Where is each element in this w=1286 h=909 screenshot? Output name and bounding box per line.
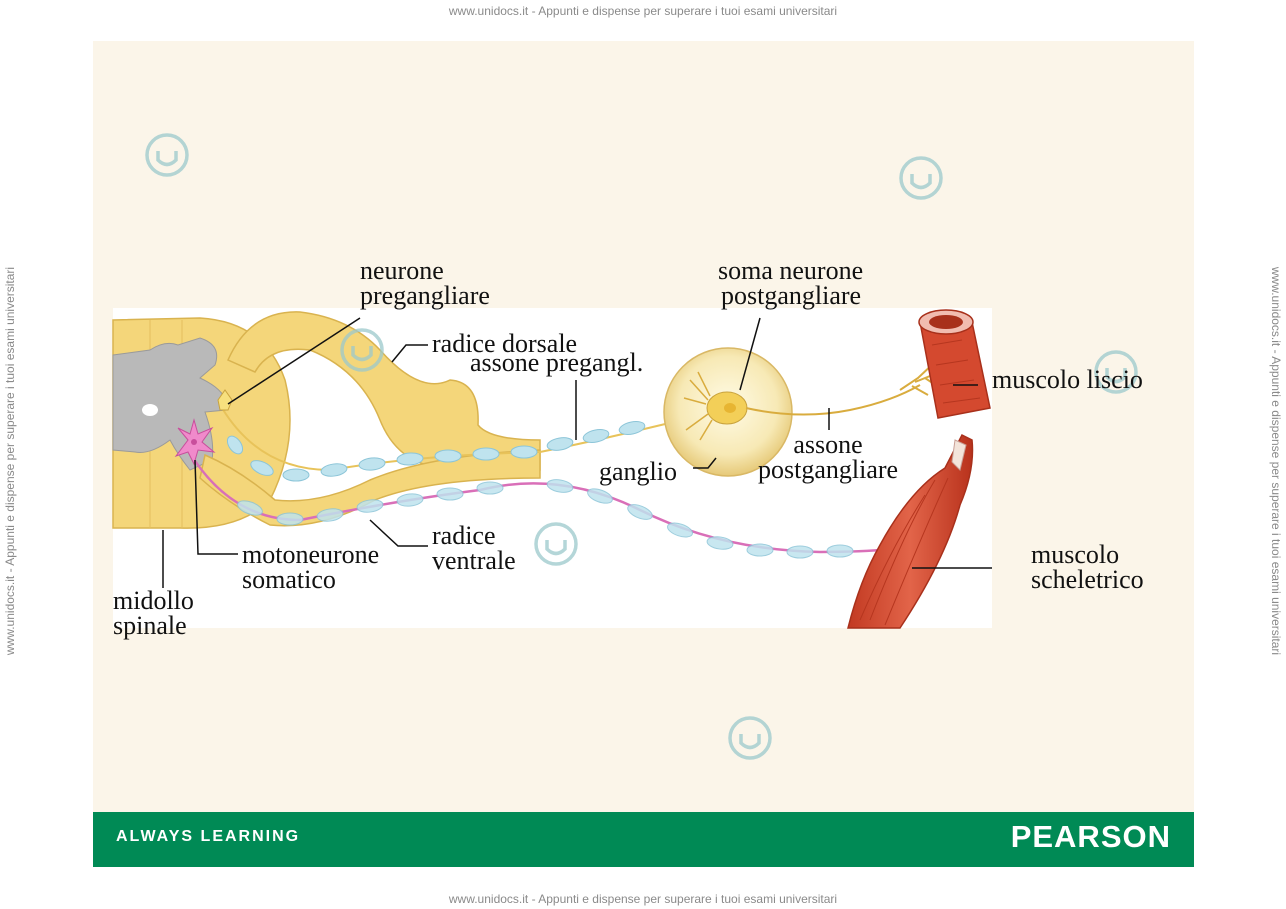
- smooth-muscle: [918, 309, 991, 419]
- footer-tagline: ALWAYS LEARNING: [116, 828, 301, 845]
- label-muscolo-liscio: muscolo liscio: [992, 365, 1143, 394]
- ventral-root: [199, 449, 541, 527]
- dorsal-root: [227, 311, 541, 471]
- label-line: ventrale: [432, 546, 516, 575]
- label-line: postgangliare: [758, 455, 899, 484]
- label-line: somatico: [242, 565, 336, 594]
- watermark-bottom: www.unidocs.it - Appunti e dispense per …: [448, 892, 838, 906]
- label-line: midollo: [113, 586, 194, 615]
- label-radice-dorsale: radice dorsale: [432, 329, 578, 358]
- somatic-motor-axon: [174, 418, 921, 561]
- label-radice-ventrale: radice ventrale: [432, 521, 516, 575]
- label-ganglio: ganglio: [599, 457, 677, 486]
- label-muscolo-scheletrico: muscolo scheletrico: [1031, 540, 1144, 594]
- leader-lines: [162, 317, 992, 588]
- label-line: motoneurone: [242, 540, 380, 569]
- label-neurone-pregangliare: neurone pregangliare: [360, 256, 490, 310]
- label-line: muscolo: [1031, 540, 1120, 569]
- label-line: soma neurone: [718, 256, 864, 285]
- pearson-logo: PEARSON: [1010, 819, 1171, 854]
- watermark-top: www.unidocs.it - Appunti e dispense per …: [448, 4, 838, 18]
- label-line: radice: [432, 521, 496, 550]
- skeletal-muscle: [847, 433, 974, 629]
- label-midollo-spinale: midollo spinale: [113, 586, 194, 640]
- preganglionic-axon: [221, 407, 691, 482]
- preganglionic-neuron-soma: [217, 389, 233, 411]
- label-motoneurone-somatico: motoneurone somatico: [242, 540, 380, 594]
- label-line: scheletrico: [1031, 565, 1144, 594]
- label-soma-neurone-postgangliare: soma neurone postgangliare: [718, 256, 864, 310]
- footer-bar: ALWAYS LEARNING PEARSON: [93, 812, 1194, 867]
- label-line: pregangliare: [360, 281, 490, 310]
- label-line: spinale: [113, 611, 187, 640]
- label-line: assone: [793, 430, 863, 459]
- unidocs-logo-icon: [145, 133, 1138, 760]
- motor-neuron-soma: [174, 418, 216, 466]
- ganglion: [663, 347, 793, 477]
- label-line: postgangliare: [721, 281, 862, 310]
- label-line: neurone: [360, 256, 444, 285]
- label-assone-pregangl: assone pregangl.: [470, 348, 644, 377]
- label-assone-postgangliare: assone postgangliare: [758, 430, 899, 484]
